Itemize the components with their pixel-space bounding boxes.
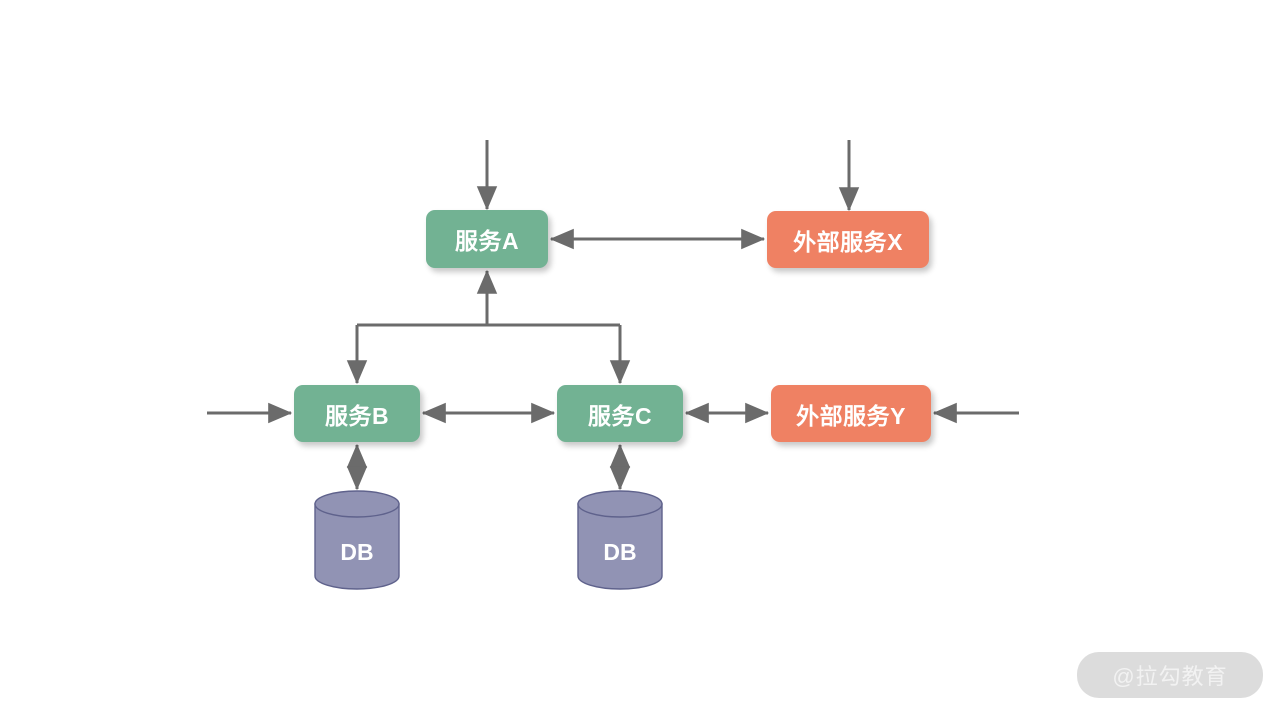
database-cylinder-icon	[314, 490, 400, 590]
node-service-a[interactable]: 服务A	[426, 210, 548, 268]
node-database-c[interactable]: DB	[576, 490, 664, 590]
node-external-service-x-label: 外部服务X	[793, 228, 903, 255]
watermark: @拉勾教育	[1077, 652, 1263, 698]
node-external-service-y[interactable]: 外部服务Y	[771, 385, 931, 442]
node-service-b-label: 服务B	[324, 402, 390, 429]
database-cylinder-icon	[577, 490, 663, 590]
node-external-service-y-label: 外部服务Y	[796, 402, 906, 429]
node-database-b[interactable]: DB	[313, 490, 401, 590]
node-service-c-label: 服务C	[587, 402, 653, 429]
node-service-c[interactable]: 服务C	[557, 385, 683, 442]
watermark-text: @拉勾教育	[1112, 664, 1228, 689]
node-external-service-x[interactable]: 外部服务X	[767, 211, 929, 268]
node-service-b[interactable]: 服务B	[294, 385, 420, 442]
node-service-a-label: 服务A	[454, 228, 520, 254]
